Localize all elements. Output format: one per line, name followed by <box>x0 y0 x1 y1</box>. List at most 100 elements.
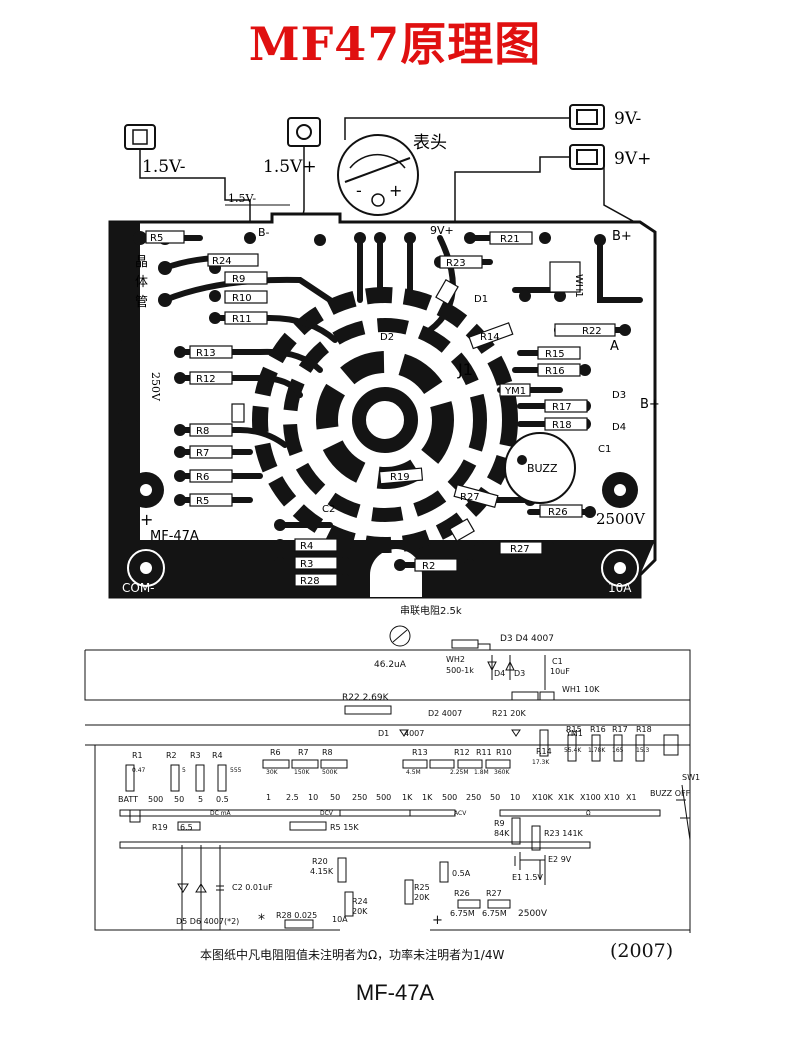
dcma-label: DC mA <box>210 810 232 817</box>
r7-label: R7 <box>298 748 309 757</box>
label-15v-minus: 1.5V- <box>142 157 186 177</box>
r1-value: 0.47 <box>132 767 146 774</box>
e1-label: E1 1.5V <box>512 873 543 882</box>
range-250v: 250 <box>352 793 367 802</box>
dcv-label: DCV <box>320 810 334 817</box>
d5d6-label: D5 D6 4007(*2) <box>176 917 239 926</box>
r28-label: R28 0.025 <box>276 911 317 920</box>
d4-label-s: D4 <box>494 669 505 678</box>
r27-value: 6.75M <box>482 909 507 918</box>
ohm-label: Ω <box>586 810 591 817</box>
a-label: A <box>610 339 619 354</box>
r15-label: R15 <box>566 725 582 734</box>
meter-minus: - <box>356 181 362 200</box>
label-15v-plus: 1.5V+ <box>263 157 317 177</box>
svg-text:R5: R5 <box>150 233 163 244</box>
r9-value: 84K <box>494 829 510 838</box>
r16-label: R16 <box>590 725 606 734</box>
d2-label-s: D2 4007 <box>428 709 462 718</box>
range-1v: 1 <box>266 793 271 802</box>
d1-value: 4007 <box>404 729 424 738</box>
r19-value: 6.5 <box>180 823 193 832</box>
svg-text:R26: R26 <box>548 507 568 518</box>
amp10-label: 10A <box>608 581 632 595</box>
svg-text:R21: R21 <box>500 234 520 245</box>
range-x1: X1 <box>626 793 637 802</box>
r12-value: 2.25M <box>450 769 469 776</box>
svg-text:R11: R11 <box>232 314 252 325</box>
r4-value: 555 <box>230 767 242 774</box>
r9-label: R9 <box>494 819 505 828</box>
r23-label: R23 141K <box>544 829 584 838</box>
d1-label: D1 <box>474 294 488 305</box>
svg-text:R27: R27 <box>460 492 480 503</box>
buzzer-icon <box>504 432 576 504</box>
r3-label: R3 <box>190 751 201 760</box>
r21-label: R21 20K <box>492 709 526 718</box>
svg-text:R8: R8 <box>196 426 209 437</box>
r14-label: R14 <box>536 747 552 756</box>
label-9v-minus: 9V- <box>614 109 641 129</box>
board-model-label: MF-47A <box>150 529 199 544</box>
meter-icon <box>337 134 419 216</box>
svg-text:R12: R12 <box>196 374 216 385</box>
range-x100: X100 <box>580 793 601 802</box>
range-x10k: X10K <box>532 793 554 802</box>
r2-value: 5 <box>182 767 186 774</box>
wh1-value: 10K <box>584 685 600 694</box>
meter-plus: + <box>389 181 402 200</box>
bottom-model-label: MF-47A <box>355 980 435 1005</box>
board-resistor-labels: R5 R24 R9 R10 R11 R13 R12 R8 R7 R6 R5 R4… <box>150 233 602 587</box>
range-05ma: 0.5 <box>216 795 229 804</box>
range-ac50: 50 <box>490 793 500 802</box>
d1-label-s: D1 <box>378 729 389 738</box>
wh1-label-s: WH1 <box>562 685 581 694</box>
wh2-value: 500-1k <box>446 666 474 675</box>
svg-text:R9: R9 <box>232 274 245 285</box>
transistor-label-1: 晶 <box>135 255 148 270</box>
range-25v: 2.5 <box>286 793 299 802</box>
svg-text:R5: R5 <box>196 496 209 507</box>
range-500ma: 500 <box>148 795 163 804</box>
r27-label: R27 <box>486 889 502 898</box>
year-label: (2007) <box>610 940 674 962</box>
svg-text:R7: R7 <box>196 448 209 459</box>
v2500-label: 2500V <box>596 510 646 528</box>
page-title: MF47原理图 <box>248 17 542 71</box>
svg-text:R13: R13 <box>196 348 216 359</box>
range-50v: 50 <box>330 793 340 802</box>
r22-label: R22 2.69K <box>342 693 390 703</box>
svg-text:R10: R10 <box>232 293 252 304</box>
range-10v: 10 <box>308 793 318 802</box>
r18-label: R18 <box>636 725 652 734</box>
range-ac250: 250 <box>466 793 481 802</box>
range-x10: X10 <box>604 793 620 802</box>
r12-label: R12 <box>454 748 470 757</box>
r4-label: R4 <box>212 751 223 760</box>
svg-text:R6: R6 <box>196 472 209 483</box>
svg-text:R19: R19 <box>390 472 410 483</box>
r20-value: 4.15K <box>310 867 334 876</box>
wh1-label: WH1 <box>573 274 584 298</box>
r26-label: R26 <box>454 889 470 898</box>
r10-value: 360K <box>494 769 510 776</box>
pcb-pads <box>133 231 631 586</box>
range-50ma: 50 <box>174 795 184 804</box>
c2-label: C2 <box>322 504 335 515</box>
r5-label: R5 15K <box>330 823 359 832</box>
svg-text:R24: R24 <box>212 256 232 267</box>
svg-text:R17: R17 <box>552 402 572 413</box>
r18-value: 15.3 <box>636 747 650 754</box>
e2-label: E2 9V <box>548 855 572 864</box>
plus-label-s: + <box>432 913 443 928</box>
pad-9v-plus-label: 9V+ <box>430 224 454 237</box>
d4-label: D4 <box>612 422 626 433</box>
meter-label: 表头 <box>413 133 447 153</box>
b-plus-label: B+ <box>612 229 632 244</box>
amp10-label-s: 10A <box>332 915 348 924</box>
svg-text:R18: R18 <box>552 420 572 431</box>
c1-label: C1 <box>598 444 611 455</box>
r1-label: R1 <box>132 751 143 760</box>
svg-text:R16: R16 <box>545 366 565 377</box>
svg-text:R3: R3 <box>300 559 313 570</box>
